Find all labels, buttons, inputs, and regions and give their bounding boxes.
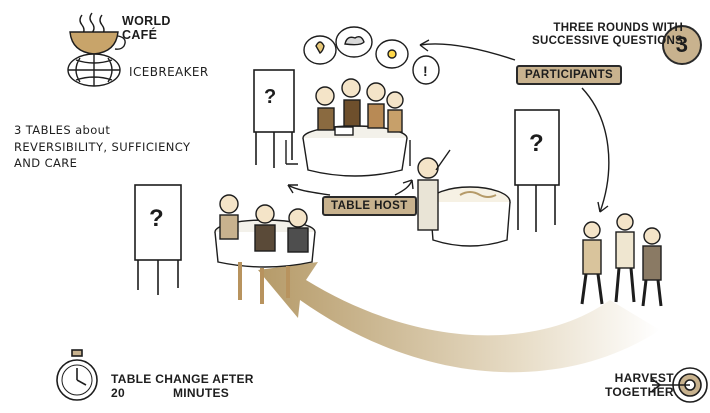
- flipchart-question-mark: ?: [149, 205, 164, 232]
- harvest-line2: TOGETHER: [605, 384, 674, 399]
- icebreaker-label: ICEBREAKER: [129, 65, 209, 79]
- flipchart: [514, 109, 560, 232]
- svg-text:!: !: [423, 63, 428, 79]
- coffee-globe-icon: [67, 12, 126, 87]
- world-cafe-line1: WORLD: [122, 14, 171, 28]
- table-group-top: [285, 78, 411, 177]
- participants-group: [580, 213, 663, 307]
- table-change-minutes-value: 20: [111, 385, 125, 400]
- flipchart-question-mark: ?: [264, 86, 277, 108]
- flipchart: [134, 184, 182, 295]
- tables-note-line2: REVERSIBILITY, SUFFICIENCY: [14, 139, 191, 154]
- rounds-label: THREE ROUNDS WITH SUCCESSIVE QUESTIONS: [532, 22, 683, 48]
- table-change-label: TABLE CHANGE AFTER 20 MINUTES: [111, 372, 254, 401]
- world-cafe-line2: CAFÉ: [122, 28, 158, 43]
- speech-bubbles: !: [303, 26, 440, 85]
- table-group-left: [214, 194, 316, 304]
- world-cafe-title: WORLD CAFÉ: [122, 14, 171, 43]
- flipchart: [253, 69, 295, 168]
- table-group-host: [417, 149, 511, 247]
- harvest-label: HARVEST TOGETHER: [605, 371, 674, 400]
- rounds-line2: SUCCESSIVE QUESTIONS: [532, 35, 684, 48]
- tables-note: 3 TABLES about REVERSIBILITY, SUFFICIENC…: [14, 122, 190, 172]
- tables-note-line3: AND CARE: [14, 156, 78, 171]
- round-number: 3: [675, 32, 689, 57]
- table-change-minutes-unit: MINUTES: [172, 385, 230, 400]
- circulation-arrow: [258, 262, 660, 373]
- target-icon: [651, 367, 708, 403]
- participants-tag: PARTICIPANTS: [516, 65, 623, 85]
- round-number-badge: [662, 25, 702, 65]
- harvest-line1: HARVEST: [614, 371, 674, 385]
- rounds-line1: THREE ROUNDS WITH: [553, 22, 684, 34]
- table-change-line1: TABLE CHANGE AFTER: [111, 372, 254, 386]
- flow-arrows: [287, 39, 610, 213]
- tables-note-line1: 3 TABLES about: [14, 123, 111, 137]
- stopwatch-icon: [56, 349, 98, 401]
- table-change-line2: 20 MINUTES: [111, 385, 254, 401]
- flipchart-question-mark: ?: [529, 130, 544, 157]
- table-host-tag: TABLE HOST: [322, 196, 417, 216]
